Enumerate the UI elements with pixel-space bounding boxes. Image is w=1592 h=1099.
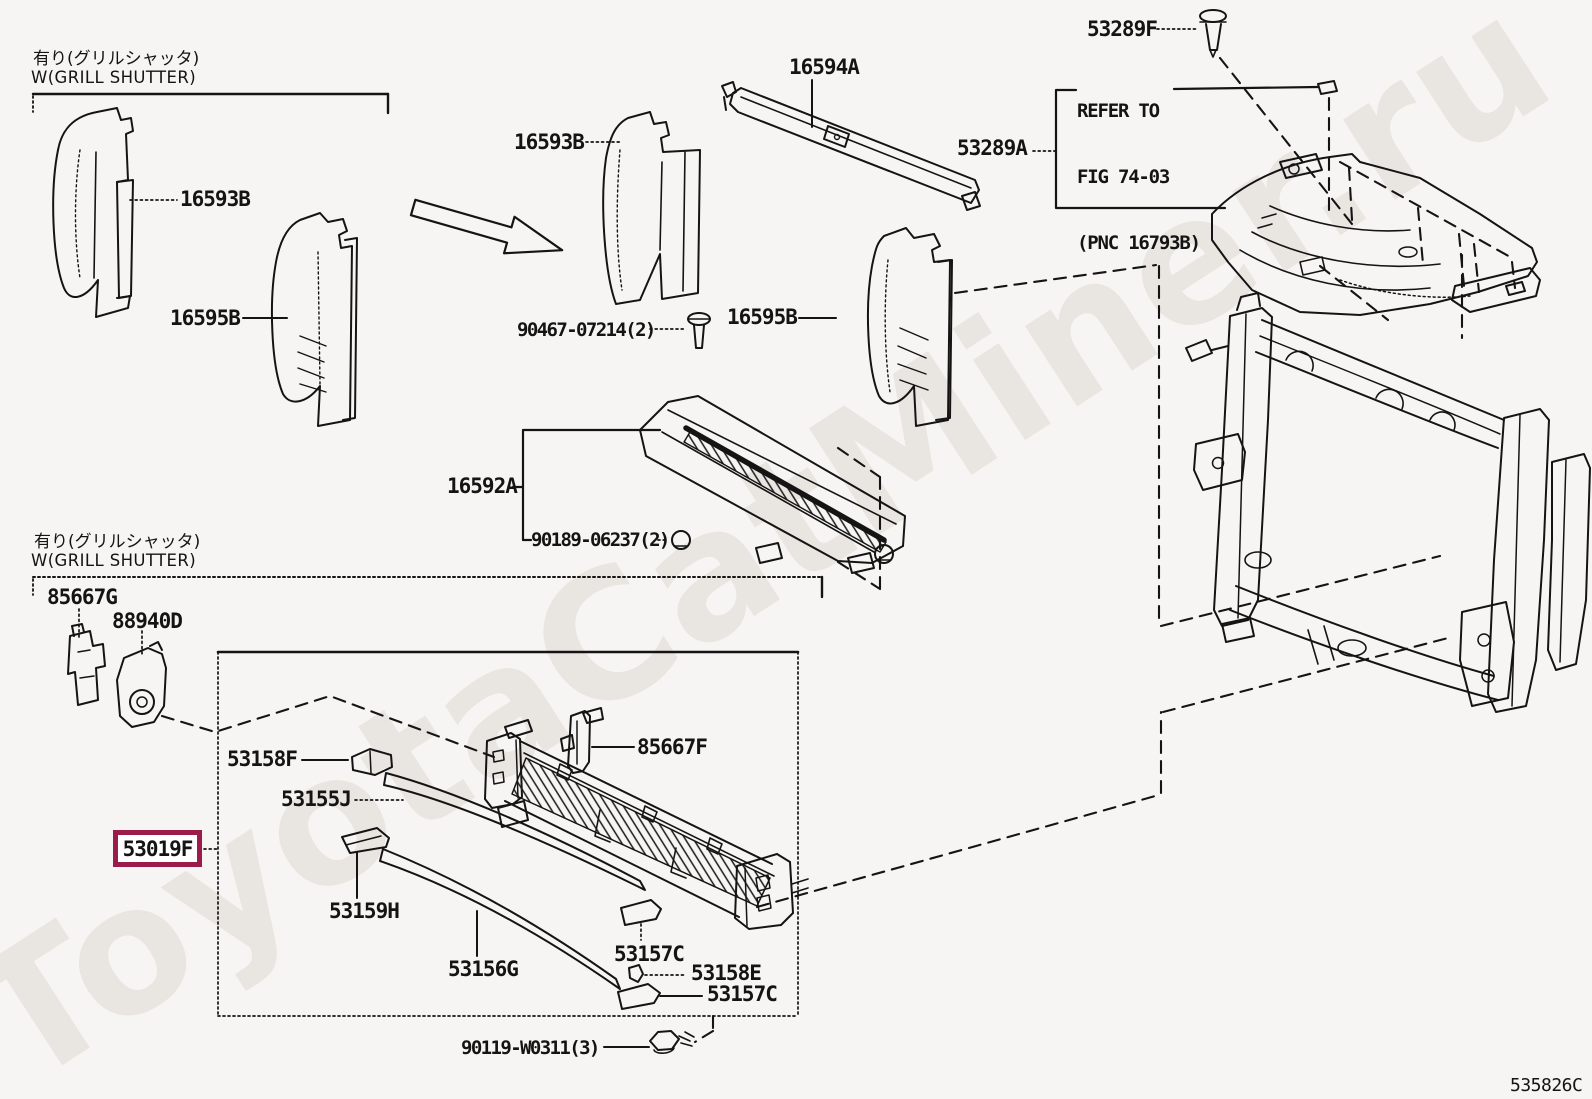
grill-shutter-bracket-top <box>31 92 390 115</box>
part-label-16593b-left[interactable]: 16593B <box>180 187 251 211</box>
part-label-16592a[interactable]: 16592A <box>447 474 518 498</box>
clip-90467-drawing <box>687 312 711 349</box>
part-label-85667g[interactable]: 85667G <box>47 585 118 609</box>
part-label-90189-06237[interactable]: 90189-06237(2) <box>531 529 670 551</box>
part-label-53289a[interactable]: 53289A <box>957 136 1028 160</box>
leader-lines-solid <box>242 79 837 1048</box>
part-label-16594a[interactable]: 16594A <box>789 55 860 79</box>
refer-to-line2: FIG 74-03 <box>1077 166 1170 188</box>
part-drawing-85667f <box>560 707 604 774</box>
note-grill-shutter-en-bottom: W(GRILL SHUTTER) <box>31 551 197 570</box>
diagram-code: 535826C <box>1510 1075 1583 1096</box>
part-label-85667f[interactable]: 85667F <box>637 735 708 759</box>
clip-mark <box>1317 80 1338 95</box>
part-label-16595b-mid[interactable]: 16595B <box>727 305 798 329</box>
part-label-53019f[interactable]: 53019F <box>122 836 194 861</box>
selected-part-highlight-box[interactable]: 53019F <box>113 830 202 867</box>
leader-lines-dotted <box>78 28 1197 976</box>
part-drawing-radiator-lower-assembly <box>484 719 809 930</box>
part-drawing-88940d <box>116 641 167 728</box>
part-drawing-16593b-mid <box>602 111 701 305</box>
part-label-53159h[interactable]: 53159H <box>329 899 400 923</box>
part-label-53157c-upper[interactable]: 53157C <box>614 942 685 966</box>
clip-53289f-drawing <box>1199 9 1227 58</box>
part-label-53289f[interactable]: 53289F <box>1087 17 1158 41</box>
note-grill-shutter-jp-bottom: 有り(グリルシャッタ) <box>34 532 201 552</box>
refer-to-line1: REFER TO <box>1077 100 1160 122</box>
grill-shutter-bracket-bottom <box>32 575 824 599</box>
projection-dashed-lines <box>160 56 1517 1044</box>
part-drawing-85667g <box>67 623 106 706</box>
part-drawing-53158f <box>351 748 393 776</box>
note-grill-shutter-jp-top: 有り(グリルシャッタ) <box>33 49 200 69</box>
part-drawing-16592a <box>639 395 906 574</box>
part-label-53156g[interactable]: 53156G <box>448 957 519 981</box>
part-label-90467-07214[interactable]: 90467-07214(2) <box>517 319 656 341</box>
part-drawing-16594a <box>721 81 981 211</box>
part-label-16593b-mid[interactable]: 16593B <box>514 130 585 154</box>
part-label-90119-w0311[interactable]: 90119-W0311(3) <box>461 1037 600 1059</box>
part-drawing-upper-support-cover <box>1211 153 1541 316</box>
part-drawing-53157c-upper <box>620 899 662 926</box>
part-label-16595b-left[interactable]: 16595B <box>170 306 241 330</box>
bolt-90119-drawing <box>649 1030 695 1054</box>
part-drawing-16595b-mid <box>867 227 953 427</box>
part-label-53158f[interactable]: 53158F <box>227 747 298 771</box>
part-drawing-53159h <box>341 827 390 854</box>
part-label-88940d[interactable]: 88940D <box>112 609 183 633</box>
note-grill-shutter-en-top: W(GRILL SHUTTER) <box>31 68 197 87</box>
assembly-box-53019f <box>216 650 800 1017</box>
part-drawing-53155j <box>383 772 646 891</box>
refer-to-bracket <box>1054 80 1338 210</box>
direction-arrow <box>409 198 564 255</box>
part-label-53157c-lower[interactable]: 53157C <box>707 982 778 1006</box>
refer-to-line3: (PNC 16793B) <box>1077 232 1201 254</box>
part-drawing-53158e <box>628 964 644 983</box>
part-drawing-16593b-left <box>52 107 134 318</box>
part-drawing-radiator-support-frame <box>1185 292 1591 713</box>
callout-bracket-16592a <box>511 428 662 542</box>
part-label-53155j[interactable]: 53155J <box>281 787 352 811</box>
part-drawing-53156g <box>379 848 621 990</box>
part-label-53158e[interactable]: 53158E <box>691 961 762 985</box>
part-drawing-53157c-lower <box>617 983 661 1010</box>
part-drawing-16595b-left <box>271 212 358 427</box>
grommet-90189-drawing <box>671 530 691 550</box>
